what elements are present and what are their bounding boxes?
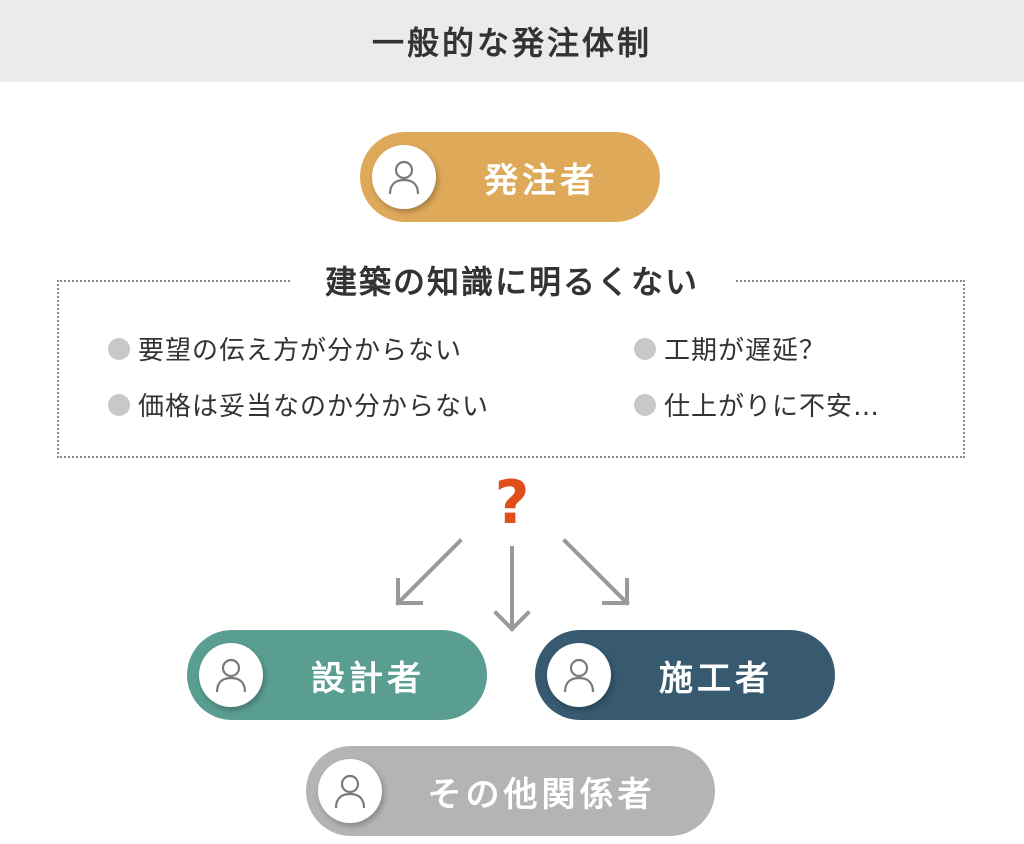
concern-text: 仕上がりに不安… <box>664 392 881 422</box>
client-avatar <box>372 145 436 209</box>
arrow-icon <box>493 546 531 632</box>
person-icon <box>388 160 420 195</box>
others-label: その他関係者 <box>427 774 656 815</box>
others-pill: その他関係者 <box>306 746 715 836</box>
person-icon <box>334 774 366 809</box>
concern-item: 要望の伝え方が分からない <box>108 330 462 367</box>
concern-text: 要望の伝え方が分からない <box>138 336 463 366</box>
header-bar: 一般的な発注体制 <box>0 0 1024 82</box>
question-mark: ? <box>494 468 530 538</box>
concern-text: 価格は妥当なのか分からない <box>138 392 490 422</box>
concern-item: 仕上がりに不安… <box>634 386 880 423</box>
builder-label: 施工者 <box>659 658 773 699</box>
concern-item: 価格は妥当なのか分からない <box>108 386 489 423</box>
builder-pill: 施工者 <box>535 630 835 720</box>
concern-text: 工期が遅延？ <box>664 336 827 366</box>
arrow-icon <box>562 538 630 606</box>
client-pill: 発注者 <box>360 132 660 222</box>
designer-pill: 設計者 <box>187 630 487 720</box>
designer-avatar <box>199 643 263 707</box>
arrow-icon <box>395 538 463 606</box>
person-icon <box>563 658 595 693</box>
bullet-icon <box>108 393 130 416</box>
bullet-icon <box>634 337 656 360</box>
concern-item: 工期が遅延？ <box>634 330 826 367</box>
page-title: 一般的な発注体制 <box>371 24 652 62</box>
client-label: 発注者 <box>484 160 598 201</box>
person-icon <box>215 658 247 693</box>
builder-avatar <box>547 643 611 707</box>
designer-label: 設計者 <box>311 658 425 699</box>
others-avatar <box>318 759 382 823</box>
bullet-icon <box>634 393 656 416</box>
bullet-icon <box>108 337 130 360</box>
knowledge-box-title: 建築の知識に明るくない <box>290 256 734 304</box>
